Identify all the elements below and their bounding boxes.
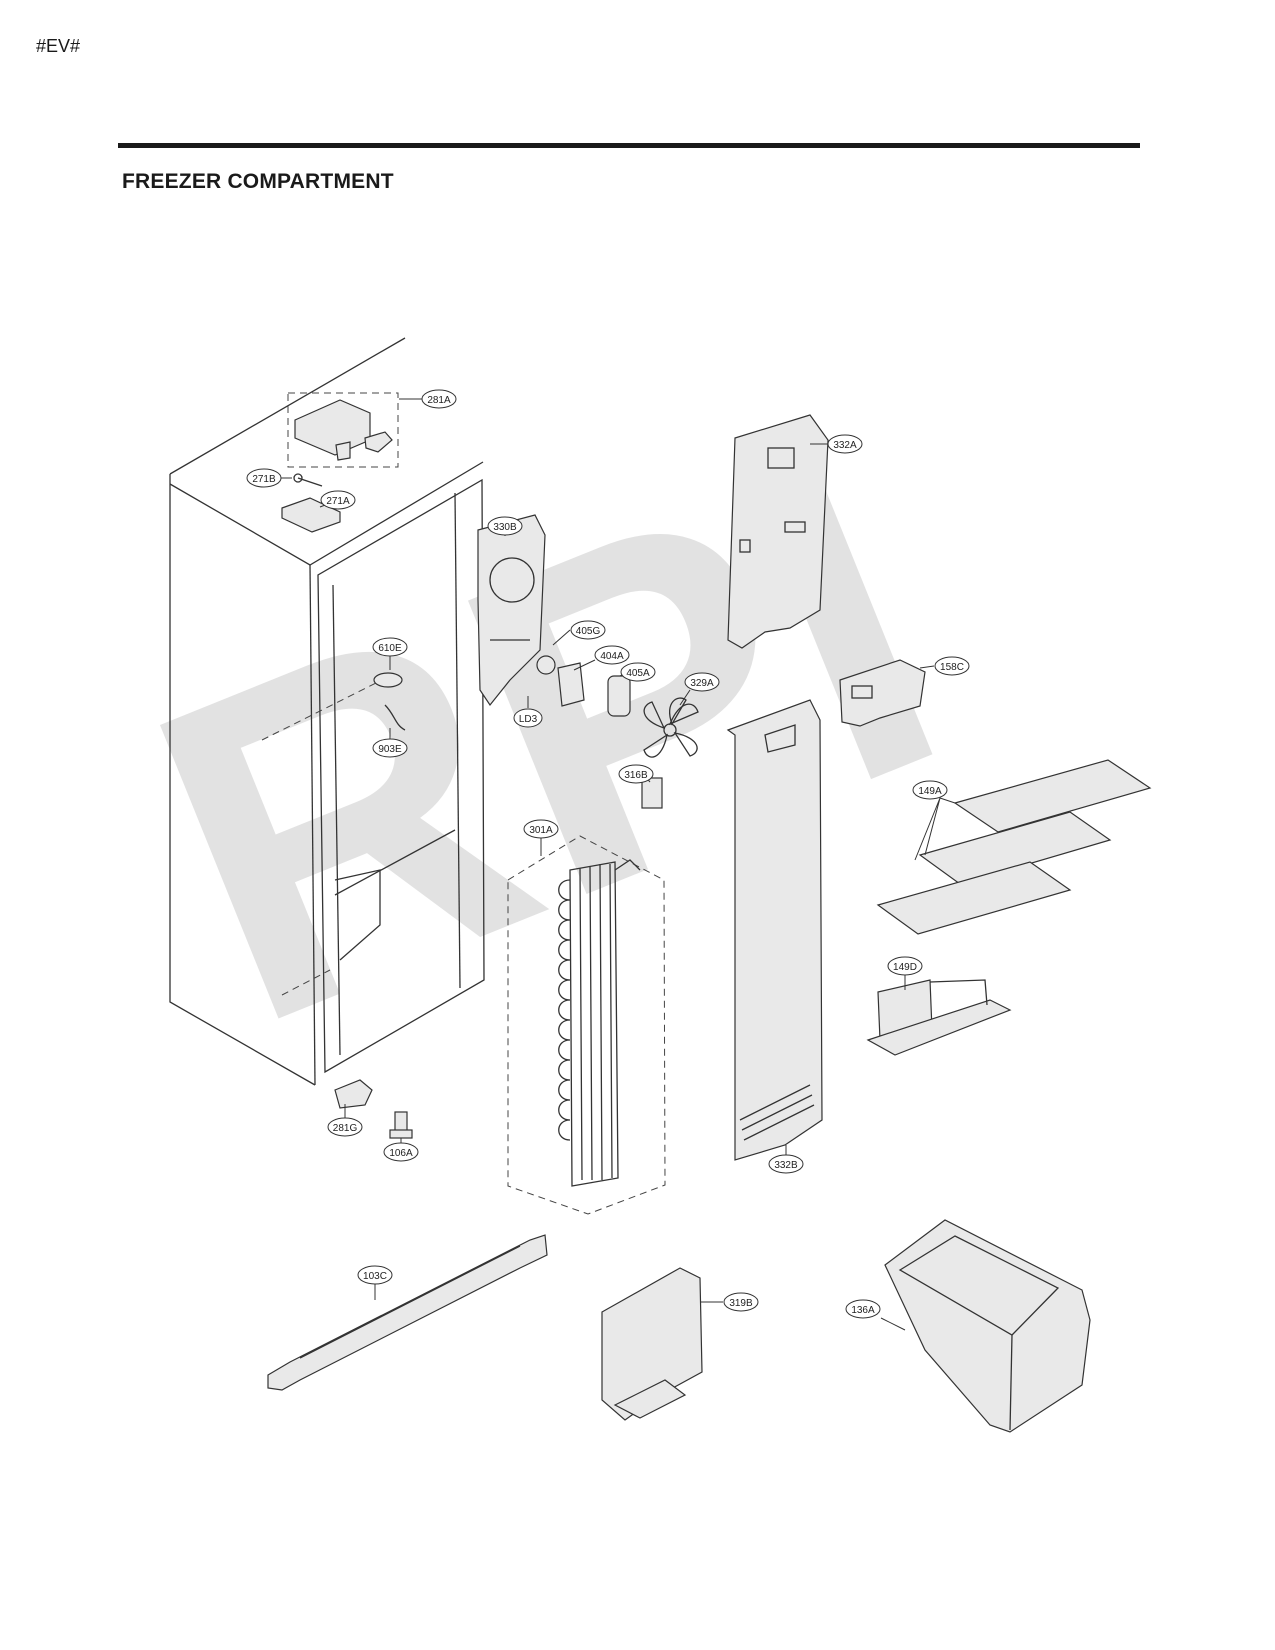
callout-330b: 330B (487, 516, 523, 536)
part-319b-cover (601, 1267, 703, 1421)
watermark: RPI (95, 358, 998, 1121)
callout-610e-label: 610E (378, 643, 402, 654)
callout-329a: 329A (684, 672, 720, 692)
page-tag: #EV# (36, 36, 81, 56)
callout-319b: 319B (723, 1292, 759, 1312)
callout-319b-label: 319B (729, 1298, 753, 1309)
callout-158c-label: 158C (940, 662, 964, 673)
callout-281g-label: 281G (333, 1123, 358, 1134)
callout-271b-label: 271B (252, 474, 276, 485)
callout-301a: 301A (523, 819, 559, 839)
callout-103c: 103C (357, 1265, 393, 1285)
callout-281a: 281A (421, 389, 457, 409)
callout-ld3-label: LD3 (519, 714, 538, 725)
callout-271a: 271A (320, 490, 356, 510)
watermark-text: RPI (95, 358, 998, 1121)
callout-106a-label: 106A (389, 1148, 413, 1159)
part-301a-evaporator (507, 835, 666, 1215)
part-332a-cover (727, 414, 829, 649)
callout-316b: 316B (618, 764, 654, 784)
part-281a-control-box (287, 392, 399, 468)
callout-136a: 136A (845, 1299, 881, 1319)
callout-332b-label: 332B (774, 1160, 798, 1171)
part-316b (641, 777, 663, 809)
callout-149a: 149A (912, 780, 948, 800)
part-330b-fan-shroud (477, 514, 546, 707)
callout-330b-label: 330B (493, 522, 517, 533)
freezer-cabinet (169, 337, 485, 1086)
callout-149d: 149D (887, 956, 923, 976)
callout-301a-label: 301A (529, 825, 553, 836)
part-281g-106a (334, 1079, 413, 1139)
part-149d-rack (866, 979, 1012, 1056)
callout-404a: 404A (594, 645, 630, 665)
callout-332b: 332B (768, 1154, 804, 1174)
callout-158c: 158C (934, 656, 970, 676)
callout-329a-label: 329A (690, 678, 714, 689)
callout-271b: 271B (246, 468, 282, 488)
callout-610e: 610E (372, 637, 408, 657)
callout-405g: 405G (570, 620, 606, 640)
callout-332a: 332A (827, 434, 863, 454)
header-rule (118, 143, 1140, 148)
callout-136a-label: 136A (851, 1305, 875, 1316)
part-136a-bin (884, 1219, 1091, 1433)
callout-903e: 903E (372, 738, 408, 758)
part-fan-motor-group (536, 655, 699, 758)
callout-149d-label: 149D (893, 962, 917, 973)
section-title: FREEZER COMPARTMENT (122, 170, 394, 193)
callout-404a-label: 404A (600, 651, 624, 662)
callout-106a: 106A (383, 1142, 419, 1162)
callout-405a-label: 405A (626, 668, 650, 679)
callout-332a-label: 332A (833, 440, 857, 451)
callout-271a-label: 271A (326, 496, 350, 507)
callout-405g-label: 405G (576, 626, 601, 637)
callout-103c-label: 103C (363, 1271, 387, 1282)
fan-blade (643, 697, 699, 758)
callout-316b-label: 316B (624, 770, 648, 781)
part-149a-shelves (876, 759, 1152, 935)
callout-149a-label: 149A (918, 786, 942, 797)
part-103c-rail (267, 1234, 548, 1391)
callout-405a: 405A (620, 662, 656, 682)
callout-ld3: LD3 (513, 708, 543, 728)
callout-281g: 281G (327, 1117, 363, 1137)
part-610e-903e (373, 672, 406, 731)
callout-903e-label: 903E (378, 744, 402, 755)
callout-281a-label: 281A (427, 395, 451, 406)
part-332b-back-panel (726, 699, 823, 1161)
part-158c-duct (839, 659, 926, 727)
